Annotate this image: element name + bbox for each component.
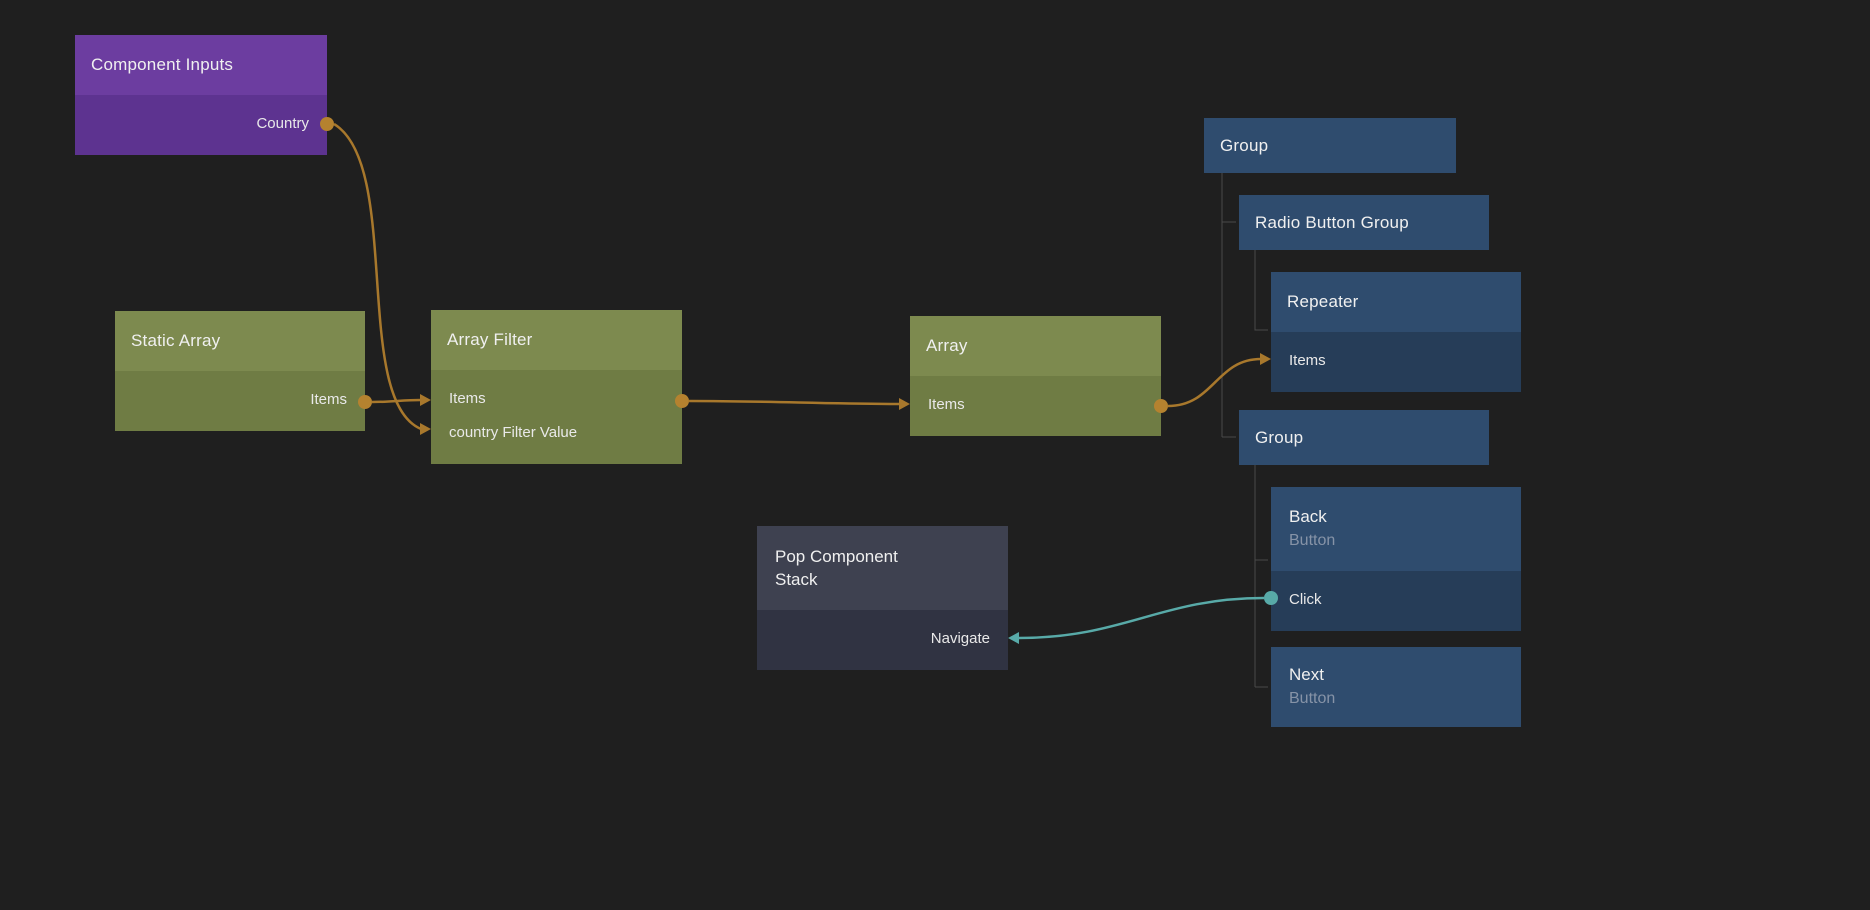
node-title: Radio Button Group [1239, 195, 1489, 250]
output-port-items[interactable]: Items [310, 391, 347, 408]
output-port-click[interactable]: Click [1289, 591, 1322, 608]
node-array-filter[interactable]: Array Filter Items country Filter Value [431, 310, 682, 464]
node-pop-component-stack[interactable]: Pop Component Stack Navigate [757, 526, 1008, 670]
wire-array-to-repeater-items[interactable] [1167, 357, 1262, 408]
node-group-top[interactable]: Group [1204, 118, 1456, 173]
arrowhead-filter-items [420, 394, 431, 406]
arrowhead-navigate [1008, 632, 1019, 644]
wire-filter-to-array-items[interactable] [688, 399, 901, 406]
node-repeater[interactable]: Repeater Items [1271, 272, 1521, 392]
input-port-items[interactable]: Items [1289, 352, 1326, 369]
node-title: Group [1204, 118, 1456, 173]
input-port-items[interactable]: Items [928, 396, 965, 413]
node-next-button[interactable]: Next Button [1271, 647, 1521, 727]
arrowhead-repeater-items [1260, 353, 1271, 365]
node-back-button[interactable]: Back Button Click [1271, 487, 1521, 631]
tree-line-group-bottom [1254, 465, 1268, 688]
node-title: Back [1289, 507, 1327, 526]
node-static-array[interactable]: Static Array Items [115, 311, 365, 431]
node-group-bottom[interactable]: Group [1239, 410, 1489, 465]
arrowhead-filter-value [420, 423, 431, 435]
node-title: Group [1239, 410, 1489, 465]
tree-line-radio-button-group [1254, 250, 1268, 331]
input-port-country-filter-value[interactable]: country Filter Value [449, 424, 578, 441]
node-component-inputs[interactable]: Component Inputs Country [75, 35, 327, 155]
tree-line-group-top [1221, 173, 1236, 438]
node-title: Static Array [115, 311, 365, 371]
node-title: Component Inputs [75, 35, 327, 95]
wire-click-to-navigate[interactable] [1017, 596, 1265, 640]
output-port-country[interactable]: Country [256, 115, 309, 132]
node-subtitle: Button [1289, 690, 1336, 707]
node-title: Repeater [1271, 272, 1521, 332]
node-subtitle: Button [1289, 532, 1336, 549]
input-port-items[interactable]: Items [449, 390, 486, 407]
node-title: Next [1289, 665, 1324, 684]
input-port-navigate[interactable]: Navigate [930, 630, 990, 647]
node-radio-button-group[interactable]: Radio Button Group [1239, 195, 1489, 250]
node-array[interactable]: Array Items [910, 316, 1161, 436]
node-title: Array [910, 316, 1161, 376]
wire-static-array-to-filter-items[interactable] [371, 398, 422, 404]
node-title: Pop Component Stack [775, 547, 898, 589]
arrowhead-array-items [899, 398, 910, 410]
node-title: Array Filter [431, 310, 682, 370]
